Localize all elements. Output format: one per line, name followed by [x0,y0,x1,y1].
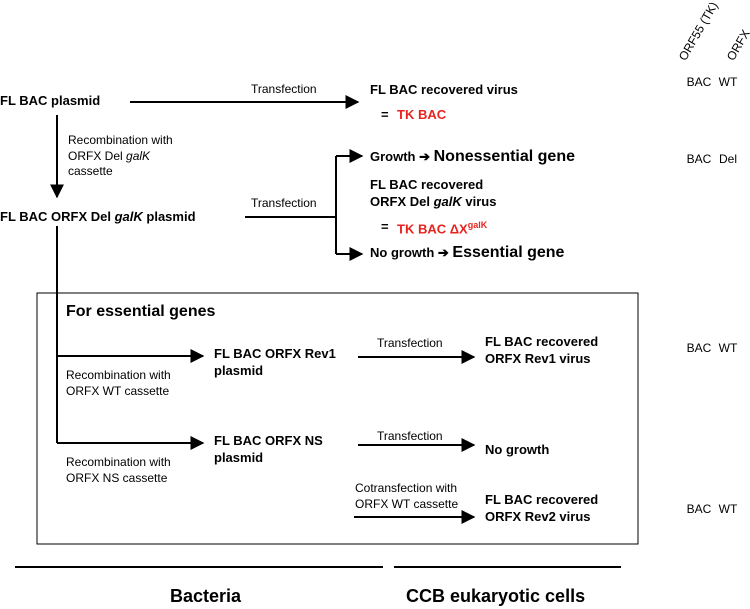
recombination-del-galk-label: Recombination with ORFX Del galK cassett… [68,133,173,180]
cell-row2-orfx: Del [718,152,737,166]
step2-source-italic: galK [114,209,143,224]
recomb1-line2-pre: ORFX Del [68,148,127,163]
fl-bac-orfx-del-galk-plasmid-label: FL BAC ORFX Del galK plasmid [0,209,196,225]
recombination-wt-label: Recombination with ORFX WT cassette [66,368,171,399]
essential-gene-text: Essential gene [452,244,565,261]
growth-text: Growth ➔ [370,149,434,164]
essential-genes-box [36,292,639,545]
fl-bac-recovered-rev2-virus-label: FL BAC recovered ORFX Rev2 virus [485,492,598,526]
rev1-l2: plasmid [214,362,264,378]
fl-bac-orfx-rev1-plasmid-label: FL BAC ORFX Rev1 plasmid [214,346,336,380]
cell-row1-orf55: BAC [686,75,712,89]
rev2-res-l1: FL BAC recovered [485,492,599,507]
no-growth-essential-label: No growth ➔ Essential gene [370,244,564,262]
equals-sign-1: = [381,107,389,122]
step2-result-l2-post: virus [461,193,497,209]
cotrans-l2: ORFX WT cassette [355,496,459,511]
fl-bac-plasmid-label: FL BAC plasmid [0,93,101,108]
tk-bac-delta-x-galk-label: TK BAC ΔXgalK [397,220,487,237]
transfection-label-ns: Transfection [377,429,443,443]
ns-l2: plasmid [214,449,264,465]
equals-sign-2: = [381,219,389,234]
rev1-res-l2: ORFX Rev1 virus [485,350,591,366]
footer-bacteria-label: Bacteria [170,586,242,606]
fl-bac-orfx-ns-plasmid-label: FL BAC ORFX NS plasmid [214,433,323,467]
cell-row3-orf55: BAC [686,341,712,355]
transfection-label-2: Transfection [251,196,317,210]
recombination-ns-label: Recombination with ORFX NS cassette [66,455,171,486]
step2-source-pre: FL BAC ORFX Del [0,209,115,224]
rev1-l1: FL BAC ORFX Rev1 [214,346,336,361]
step2-result-l2-italic: galK [433,193,462,209]
nonessential-gene-text: Nonessential gene [433,148,575,165]
cotransfection-label: Cotransfection with ORFX WT cassette [355,481,458,512]
footer-ccb-label: CCB eukaryotic cells [406,586,586,606]
no-growth-result-label: No growth [485,442,550,457]
recomb-wt-l2: ORFX WT cassette [66,383,170,398]
fl-bac-recovered-rev1-virus-label: FL BAC recovered ORFX Rev1 virus [485,334,598,368]
recomb-ns-l1: Recombination with [66,455,171,469]
cell-row3-orfx: WT [718,341,738,355]
step2-result-l1: FL BAC recovered [370,177,484,192]
recomb1-line3: cassette [68,164,113,179]
growth-nonessential-label: Growth ➔ Nonessential gene [370,148,575,166]
cotrans-l1: Cotransfection with [355,481,458,495]
tk-bac-label: TK BAC [397,107,447,122]
step2-source-post: plasmid [142,209,196,224]
fl-bac-recovered-del-virus-label: FL BAC recovered ORFX Del galK virus [370,177,496,211]
for-essential-genes-title: For essential genes [66,303,216,320]
ns-l1: FL BAC ORFX NS [214,433,323,448]
recomb-wt-l1: Recombination with [66,368,171,382]
galk-superscript: galK [467,220,488,230]
recomb1-line2-italic: galK [126,148,151,163]
no-growth-text: No growth ➔ [370,245,453,260]
rev2-res-l2: ORFX Rev2 virus [485,508,591,524]
fl-bac-recovered-virus-label: FL BAC recovered virus [370,82,518,97]
recomb1-line1: Recombination with [68,133,173,147]
transfection-label-rev1: Transfection [377,336,443,350]
transfection-label-1: Transfection [251,82,317,96]
cell-row4-orfx: WT [718,502,738,516]
cell-row2-orf55: BAC [686,152,712,166]
tk-bac-delta-x-text: TK BAC ΔX [397,221,468,237]
rev1-res-l1: FL BAC recovered [485,334,599,349]
step2-result-l2-pre: ORFX Del [370,193,434,209]
cell-row1-orfx: WT [718,75,738,89]
cell-row4-orf55: BAC [686,502,712,516]
recomb-ns-l2: ORFX NS cassette [66,470,168,485]
